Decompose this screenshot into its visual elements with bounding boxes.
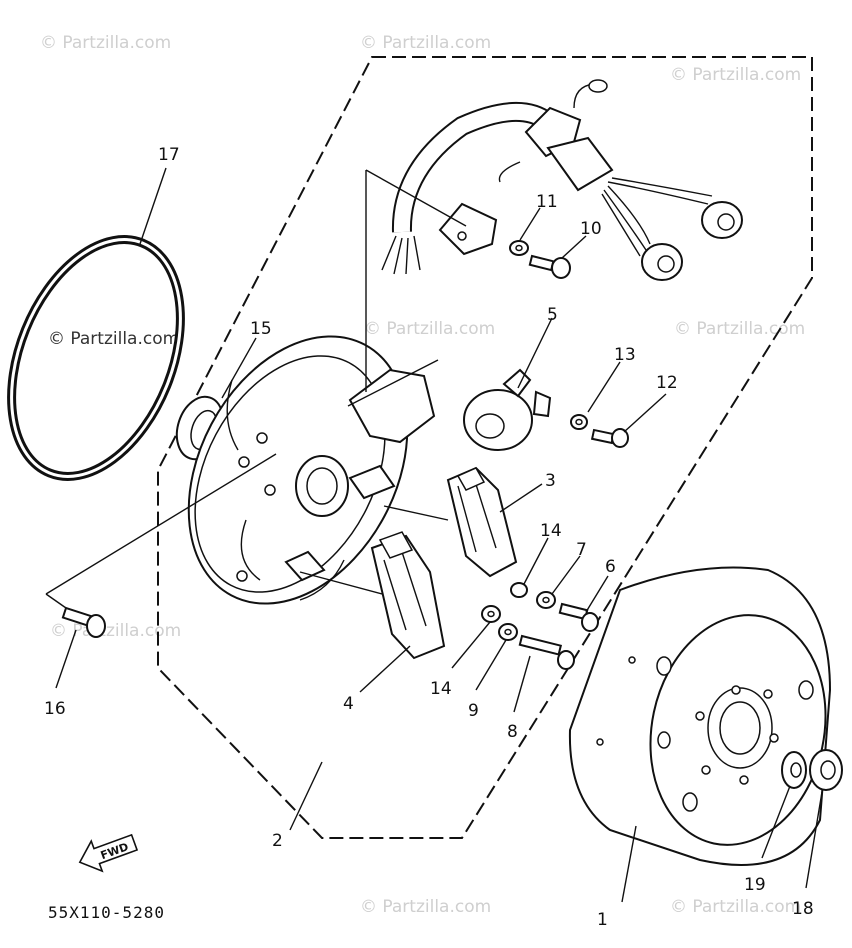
callout-15: 15: [250, 319, 272, 339]
callout-8: 8: [507, 722, 518, 742]
stator-assembly-outline: [157, 56, 813, 839]
callout-1: 1: [597, 910, 608, 930]
callout-labels: 1 2 3 4 5 6 7 8 9 10 11 12 13 14 14 15 1…: [44, 145, 814, 930]
diagram-code: 55X110-5280: [48, 903, 165, 922]
washer: [498, 623, 518, 641]
callout-18: 18: [792, 899, 814, 919]
watermark-dark: © Partzilla.com: [48, 329, 179, 349]
screw: [528, 254, 571, 279]
watermark: © Partzilla.com: [40, 33, 171, 53]
washer: [510, 582, 528, 598]
watermark: © Partzilla.com: [670, 897, 801, 917]
charging-coil: [446, 466, 518, 578]
callout-2: 2: [272, 831, 283, 851]
lead-clamp: [438, 202, 498, 256]
callout-9: 9: [468, 701, 479, 721]
washer: [481, 605, 501, 623]
callout-16: 16: [44, 699, 66, 719]
flywheel-rotor: [568, 566, 832, 866]
callout-17: 17: [158, 145, 180, 165]
callout-7: 7: [576, 540, 587, 560]
screw: [518, 634, 575, 670]
callout-6: 6: [605, 557, 616, 577]
pickup-coil: [463, 368, 552, 451]
callout-14: 14: [430, 679, 452, 699]
lock-washer: [781, 751, 807, 789]
callout-10: 10: [580, 219, 602, 239]
watermark: © Partzilla.com: [364, 319, 495, 339]
callout-11: 11: [536, 192, 558, 212]
forward-direction-arrow: FWD: [78, 833, 139, 873]
callout-3: 3: [545, 471, 556, 491]
callout-4: 4: [343, 694, 354, 714]
callout-5: 5: [547, 305, 558, 325]
callout-13: 13: [614, 345, 636, 365]
washer: [536, 591, 556, 609]
callout-12: 12: [656, 373, 678, 393]
watermark: © Partzilla.com: [360, 33, 491, 53]
leader-lines: [45, 167, 823, 903]
washer: [509, 240, 529, 256]
screw: [590, 428, 629, 448]
callout-19: 19: [744, 875, 766, 895]
watermark: © Partzilla.com: [50, 621, 181, 641]
watermark: © Partzilla.com: [674, 319, 805, 339]
screw: [61, 606, 106, 638]
screw: [558, 602, 599, 632]
watermark: © Partzilla.com: [670, 65, 801, 85]
washer: [570, 414, 588, 430]
watermark: © Partzilla.com: [360, 897, 491, 917]
stator-base-plate: [187, 335, 436, 605]
nut: [809, 749, 843, 791]
source-coil: [370, 531, 446, 660]
wire-harness: [381, 79, 743, 281]
o-ring: [7, 235, 185, 481]
callout-14: 14: [540, 521, 562, 541]
